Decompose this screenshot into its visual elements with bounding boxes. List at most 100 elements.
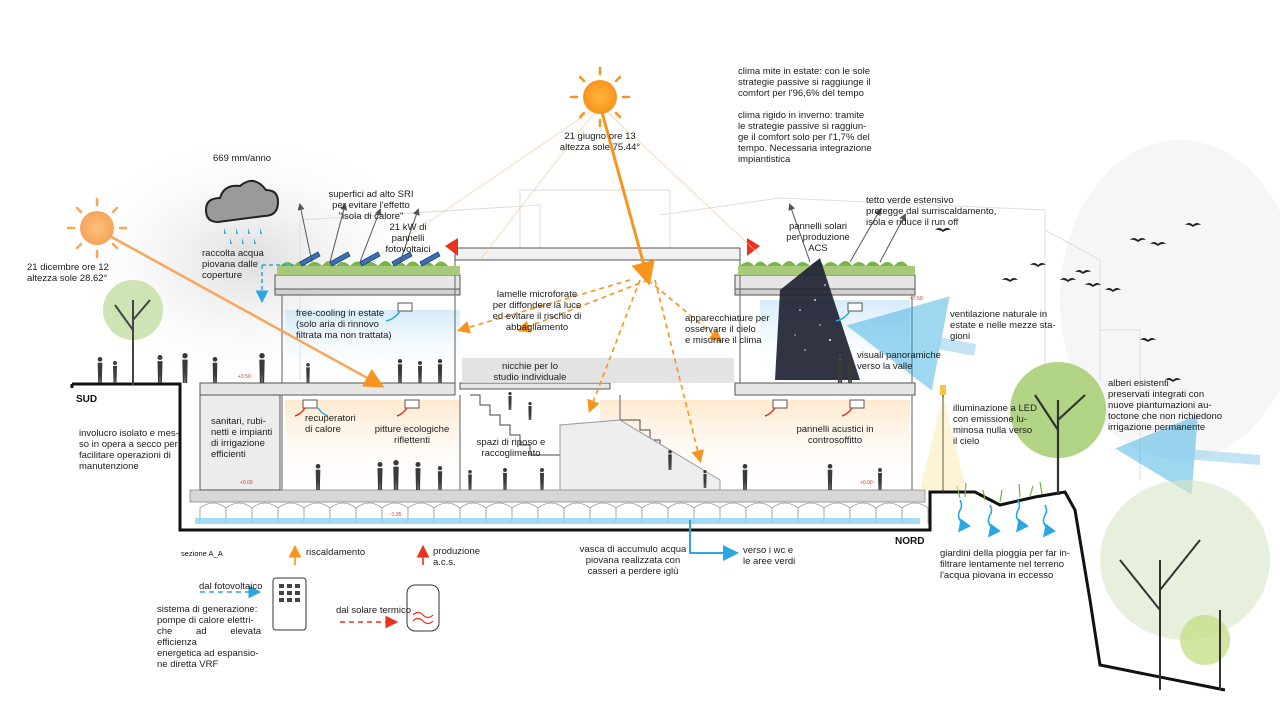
tree-icon (1100, 480, 1270, 690)
infiltration-arrows (957, 499, 1056, 538)
sun-icon (569, 66, 631, 128)
vasca-label: vasca di accumulo acqua piovana realizza… (579, 544, 687, 577)
rain-downpipe (255, 264, 295, 304)
legend-system: sistema di generazione: pompe di calore … (157, 604, 261, 670)
person-silhouette-icon (503, 468, 507, 490)
person-silhouette-icon (468, 470, 472, 490)
instruments-label: apparecchiature per osservare il cielo e… (685, 313, 770, 346)
bird-icon (935, 223, 1201, 382)
bird-icon (1060, 278, 1076, 282)
ventilation-arrows (846, 296, 1261, 495)
bird-icon (1105, 288, 1121, 292)
person-silhouette-icon (97, 353, 882, 490)
person-silhouette-icon (415, 462, 421, 490)
tree-icon (1010, 362, 1106, 495)
person-silhouette-icon (418, 361, 422, 383)
person-silhouette-icon (113, 361, 117, 383)
person-silhouette-icon (703, 470, 707, 488)
legend-from-solar: dal solare termico (336, 605, 411, 616)
lamelle-label: lamelle microforate per diffondere la lu… (492, 289, 582, 333)
person-silhouette-icon (259, 353, 265, 383)
involucro-label: involucro isolato e mes- so in opera a s… (79, 428, 179, 472)
rain-collection-label: raccolta acqua piovana dalle coperture (202, 248, 264, 281)
ground-structure (70, 382, 1226, 692)
bird-icon (935, 228, 951, 232)
bird-icon (1165, 378, 1181, 382)
level-markers: +3.50 +7.50 +0.00 +0.00 -1.35 (238, 296, 923, 518)
level-mark: -1.35 (390, 512, 402, 518)
north-label: NORD (895, 536, 925, 547)
green-roofs (277, 261, 915, 275)
person-silhouette-icon (878, 468, 882, 490)
summer-sun-label: 21 giugno ore 13 altezza sole 75.44° (559, 131, 641, 153)
rain-cloud-icon (204, 179, 280, 244)
photovoltaic-panel-icon (299, 251, 441, 267)
free-cooling-label: free-cooling in estate (solo aria di rin… (296, 308, 392, 341)
person-silhouette-icon (668, 450, 672, 470)
person-silhouette-icon (212, 357, 218, 383)
led-label: illuminazione a LED con emissione lu- mi… (953, 403, 1037, 447)
person-silhouette-icon (827, 464, 833, 490)
person-silhouette-icon (182, 353, 188, 383)
person-silhouette-icon (742, 464, 748, 490)
person-silhouette-icon (540, 468, 544, 490)
niches-label: nicchie per lo studio individuale (493, 361, 567, 383)
climate-winter-label: clima rigido in inverno: tramite le stra… (738, 110, 872, 165)
level-mark: +3.50 (238, 374, 251, 380)
legend-riscaldamento: riscaldamento (306, 547, 366, 558)
section-name: sezione A_A (181, 549, 223, 558)
spazi-label: spazi di riposo e raccoglimento (476, 437, 546, 459)
level-mark: +7.50 (910, 296, 923, 302)
pannelli-acustici-label: pannelli acustici in controsoffitto (796, 424, 874, 446)
ventilation-label: ventilazione naturale in estate e nelle … (950, 309, 1056, 342)
sun-icon (66, 197, 128, 259)
pitture-label: pitture ecologiche riflettenti (374, 424, 450, 446)
person-silhouette-icon (377, 462, 383, 490)
led-street-lamp-icon (920, 385, 966, 492)
person-silhouette-icon (157, 355, 163, 383)
legend-acs: produzione a.c.s. (433, 546, 481, 568)
person-silhouette-icon (528, 402, 532, 420)
sanitari-label: sanitari, rubi- netti e impianti di irri… (211, 416, 273, 460)
ventilation-cowls (445, 238, 760, 256)
boiler-tank-icon (406, 584, 440, 632)
south-label: SUD (76, 394, 98, 405)
level-mark: +0.00 (240, 480, 253, 486)
rain-amount-label: 669 mm/anno (213, 153, 272, 164)
staircase (470, 394, 721, 491)
legend-from-pv: dal fotovoltaico (199, 581, 263, 592)
alberi-label: alberi esistenti preservati integrati co… (1108, 378, 1223, 433)
bird-icon (1140, 338, 1156, 342)
level-mark: +0.00 (860, 480, 873, 486)
person-silhouette-icon (508, 392, 512, 410)
person-silhouette-icon (306, 363, 310, 383)
person-silhouette-icon (437, 466, 443, 490)
person-silhouette-icon (837, 353, 843, 383)
views-label: visuali panoramiche verso la valle (857, 350, 941, 372)
rain-garden-plants (956, 481, 1043, 503)
giardini-label: giardini della pioggia per far in- filtr… (940, 548, 1070, 581)
person-silhouette-icon (315, 464, 321, 490)
reflection-arrows (297, 203, 906, 263)
sri-label: superfici ad alto SRI per evitare l'effe… (328, 189, 414, 222)
climate-summer-label: clima mite in estate: con le sole strate… (738, 66, 871, 99)
recuperatori-label: recuperatori di calore (305, 413, 356, 435)
green-roof-label: tetto verde estensivo protegge dal surri… (866, 195, 997, 228)
bird-icon (1002, 278, 1018, 282)
person-silhouette-icon (97, 357, 103, 383)
balustrade (462, 358, 734, 383)
legend-arrows (200, 544, 430, 629)
pv-label: 21 kW di pannelli fotovoltaici (385, 222, 431, 255)
bird-icon (1185, 223, 1201, 227)
sun-rays (107, 104, 761, 464)
bird-icon (1130, 238, 1146, 242)
winter-sun-label: 21 dicembre ore 12 altezza sole 28.62° (27, 262, 109, 284)
outflow-arrow (689, 520, 739, 561)
heat-pump-icon (272, 577, 307, 631)
wc-label: verso i wc e le aree verdi (743, 545, 796, 567)
person-silhouette-icon (847, 357, 853, 383)
basement (189, 489, 929, 524)
bird-icon (1085, 283, 1101, 287)
person-silhouette-icon (397, 359, 403, 383)
